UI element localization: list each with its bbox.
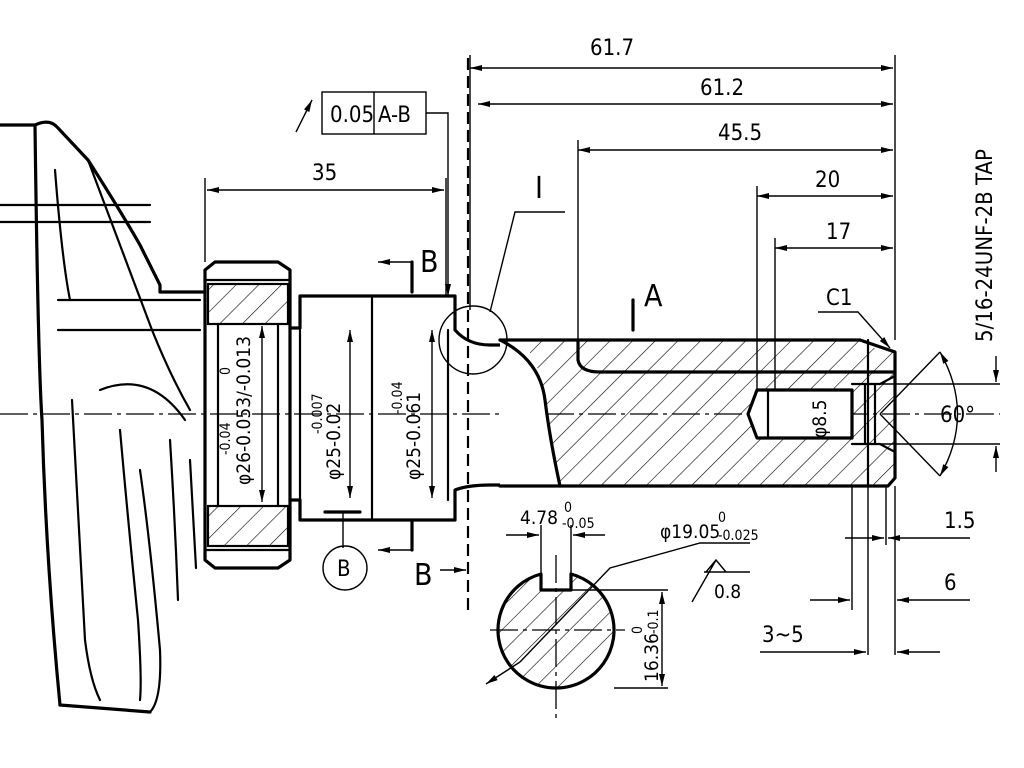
bearing-ring bbox=[203, 260, 292, 570]
shaft-dia: φ19.05 bbox=[660, 521, 720, 543]
dim-45-5: 45.5 bbox=[718, 121, 762, 146]
key-width-upper: 0 bbox=[564, 500, 572, 516]
crank-body bbox=[0, 120, 207, 714]
dim-6: 6 bbox=[944, 571, 957, 596]
angle-dim bbox=[879, 351, 1000, 477]
section-label-a: A bbox=[644, 279, 663, 314]
right-lower-dims bbox=[760, 486, 970, 655]
dim-61-2: 61.2 bbox=[700, 76, 744, 101]
shaft-shoulder bbox=[288, 294, 502, 522]
dim-1-5: 1.5 bbox=[944, 509, 975, 534]
thread-callout: 5/16-24UNF-2B TAP bbox=[973, 149, 998, 342]
dia-26-lower: -0.04 bbox=[218, 422, 234, 455]
key-width-lower: -0.05 bbox=[562, 516, 595, 532]
roughness: 0.8 bbox=[714, 581, 741, 603]
dim-17: 17 bbox=[826, 220, 851, 245]
hole-dia-label: φ8.5 bbox=[809, 400, 831, 438]
chamfer-leader bbox=[818, 311, 891, 349]
dia-26-label: φ26-0.053/-0.013 bbox=[233, 336, 255, 485]
tolerance-datum: A-B bbox=[378, 103, 411, 128]
top-dimensions bbox=[204, 55, 896, 390]
key-depth: 16.36 bbox=[641, 633, 663, 682]
section-b-markers bbox=[322, 259, 466, 591]
dim-61-7: 61.7 bbox=[590, 36, 634, 61]
dim-35: 35 bbox=[312, 161, 337, 186]
dia-25a-label: φ25-0.02 bbox=[323, 403, 345, 480]
datum-b-label: B bbox=[337, 557, 351, 582]
dim-3-5: 3~5 bbox=[762, 623, 804, 648]
dia-26-upper: 0 bbox=[218, 367, 234, 375]
detail-circle bbox=[438, 211, 565, 375]
dia-25a-upper: -0.007 bbox=[310, 393, 326, 434]
section-label-b-top: B bbox=[420, 245, 439, 280]
shaft-dia-lower: -0.025 bbox=[718, 528, 759, 544]
angle-label: 60° bbox=[940, 403, 975, 428]
tolerance-frame bbox=[295, 91, 451, 296]
keyway-section bbox=[485, 525, 750, 720]
tolerance-value: 0.05 bbox=[330, 103, 374, 128]
diameter-dims bbox=[259, 326, 435, 502]
dim-20: 20 bbox=[815, 168, 840, 193]
key-width: 4.78 bbox=[520, 507, 558, 529]
chamfer-label: C1 bbox=[826, 286, 852, 311]
shaft-dia-upper: 0 bbox=[718, 510, 726, 526]
output-shaft bbox=[498, 338, 897, 488]
dia-25b-upper: -0.04 bbox=[390, 381, 406, 414]
section-label-b-bottom: B bbox=[414, 558, 433, 593]
detail-label-i: I bbox=[535, 171, 543, 206]
key-depth-upper: 0 bbox=[630, 626, 646, 634]
key-depth-lower: -0.1 bbox=[646, 609, 662, 634]
dia-25b-label: φ25-0.061 bbox=[403, 392, 425, 480]
